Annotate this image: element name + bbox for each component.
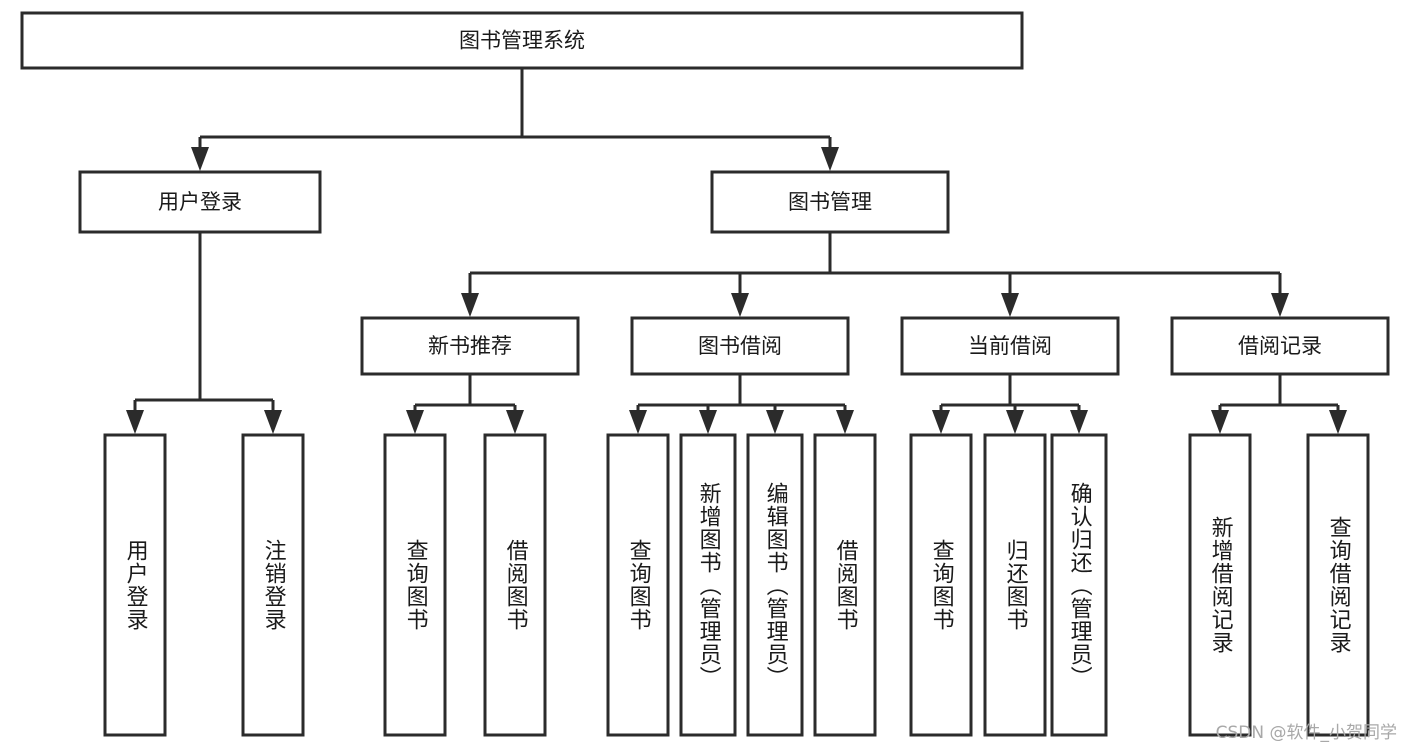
node-leaf-query-record[interactable] — [1306, 433, 1370, 737]
node-leaf-borrow-book-1-rect[interactable] — [483, 433, 547, 737]
node-leaf-logout[interactable] — [241, 433, 305, 737]
node-current-borrow-label: 当前借阅 — [968, 334, 1052, 358]
node-leaf-borrow-book-1[interactable] — [483, 433, 547, 737]
node-leaf-add-record[interactable] — [1188, 433, 1252, 737]
arrow-head-icon — [1001, 293, 1019, 317]
arrow-head-icon — [1329, 410, 1347, 434]
node-borrow-record-label: 借阅记录 — [1238, 334, 1322, 358]
arrow-head-icon — [731, 293, 749, 317]
node-new-book-recommend[interactable]: 新书推荐 — [360, 316, 580, 376]
node-leaf-return-book[interactable] — [983, 433, 1047, 737]
connector-layer — [126, 68, 1347, 434]
arrow-head-icon — [1211, 410, 1229, 434]
arrow-head-icon — [1006, 410, 1024, 434]
node-root[interactable]: 图书管理系统 — [20, 11, 1024, 70]
arrow-head-icon — [699, 410, 717, 434]
arrow-head-icon — [932, 410, 950, 434]
node-leaf-edit-book-rect[interactable] — [746, 433, 804, 737]
arrow-head-icon — [629, 410, 647, 434]
node-leaf-borrow-book-2-rect[interactable] — [813, 433, 877, 737]
node-leaf-confirm-return[interactable] — [1050, 433, 1108, 737]
node-new-book-recommend-label: 新书推荐 — [428, 334, 512, 358]
node-user-login[interactable]: 用户登录 — [78, 170, 322, 234]
node-leaf-user-login-rect[interactable] — [103, 433, 167, 737]
node-book-manage-label: 图书管理 — [788, 190, 872, 214]
arrow-head-icon — [191, 147, 209, 171]
arrow-head-icon — [461, 293, 479, 317]
arrow-head-icon — [1271, 293, 1289, 317]
node-leaf-return-book-rect[interactable] — [983, 433, 1047, 737]
node-new-book-recommend-rect[interactable] — [360, 316, 580, 376]
node-leaf-query-record-rect[interactable] — [1306, 433, 1370, 737]
node-current-borrow[interactable]: 当前借阅 — [900, 316, 1120, 376]
arrow-head-icon — [264, 410, 282, 434]
node-user-login-rect[interactable] — [78, 170, 322, 234]
arrow-head-icon — [836, 410, 854, 434]
arrow-head-icon — [1070, 410, 1088, 434]
node-leaf-query-book-1-rect[interactable] — [383, 433, 447, 737]
node-leaf-query-book-3[interactable] — [909, 433, 973, 737]
arrow-head-icon — [406, 410, 424, 434]
node-leaf-query-book-2-rect[interactable] — [606, 433, 670, 737]
node-book-borrow[interactable]: 图书借阅 — [630, 316, 850, 376]
arrow-head-icon — [126, 410, 144, 434]
node-leaf-query-book-3-rect[interactable] — [909, 433, 973, 737]
node-borrow-record[interactable]: 借阅记录 — [1170, 316, 1390, 376]
node-leaf-borrow-book-2[interactable] — [813, 433, 877, 737]
watermark-text: CSDN @软件_小贺同学 — [1215, 723, 1397, 743]
node-leaf-query-book-2[interactable] — [606, 433, 670, 737]
node-leaf-edit-book[interactable] — [746, 433, 804, 737]
node-leaf-confirm-return-rect[interactable] — [1050, 433, 1108, 737]
arrow-head-icon — [821, 147, 839, 171]
node-user-login-label: 用户登录 — [158, 190, 242, 214]
node-leaf-logout-rect[interactable] — [241, 433, 305, 737]
node-leaf-add-book-rect[interactable] — [679, 433, 737, 737]
node-leaf-add-record-rect[interactable] — [1188, 433, 1252, 737]
node-leaf-query-book-1[interactable] — [383, 433, 447, 737]
node-book-manage[interactable]: 图书管理 — [710, 170, 950, 234]
node-leaf-user-login[interactable] — [103, 433, 167, 737]
node-current-borrow-rect[interactable] — [900, 316, 1120, 376]
node-book-borrow-label: 图书借阅 — [698, 334, 782, 358]
arrow-head-icon — [766, 410, 784, 434]
node-leaf-add-book[interactable] — [679, 433, 737, 737]
node-borrow-record-rect[interactable] — [1170, 316, 1390, 376]
arrow-head-icon — [506, 410, 524, 434]
node-book-manage-rect[interactable] — [710, 170, 950, 234]
node-root-label: 图书管理系统 — [459, 29, 585, 53]
node-book-borrow-rect[interactable] — [630, 316, 850, 376]
node-root-rect[interactable] — [20, 11, 1024, 70]
